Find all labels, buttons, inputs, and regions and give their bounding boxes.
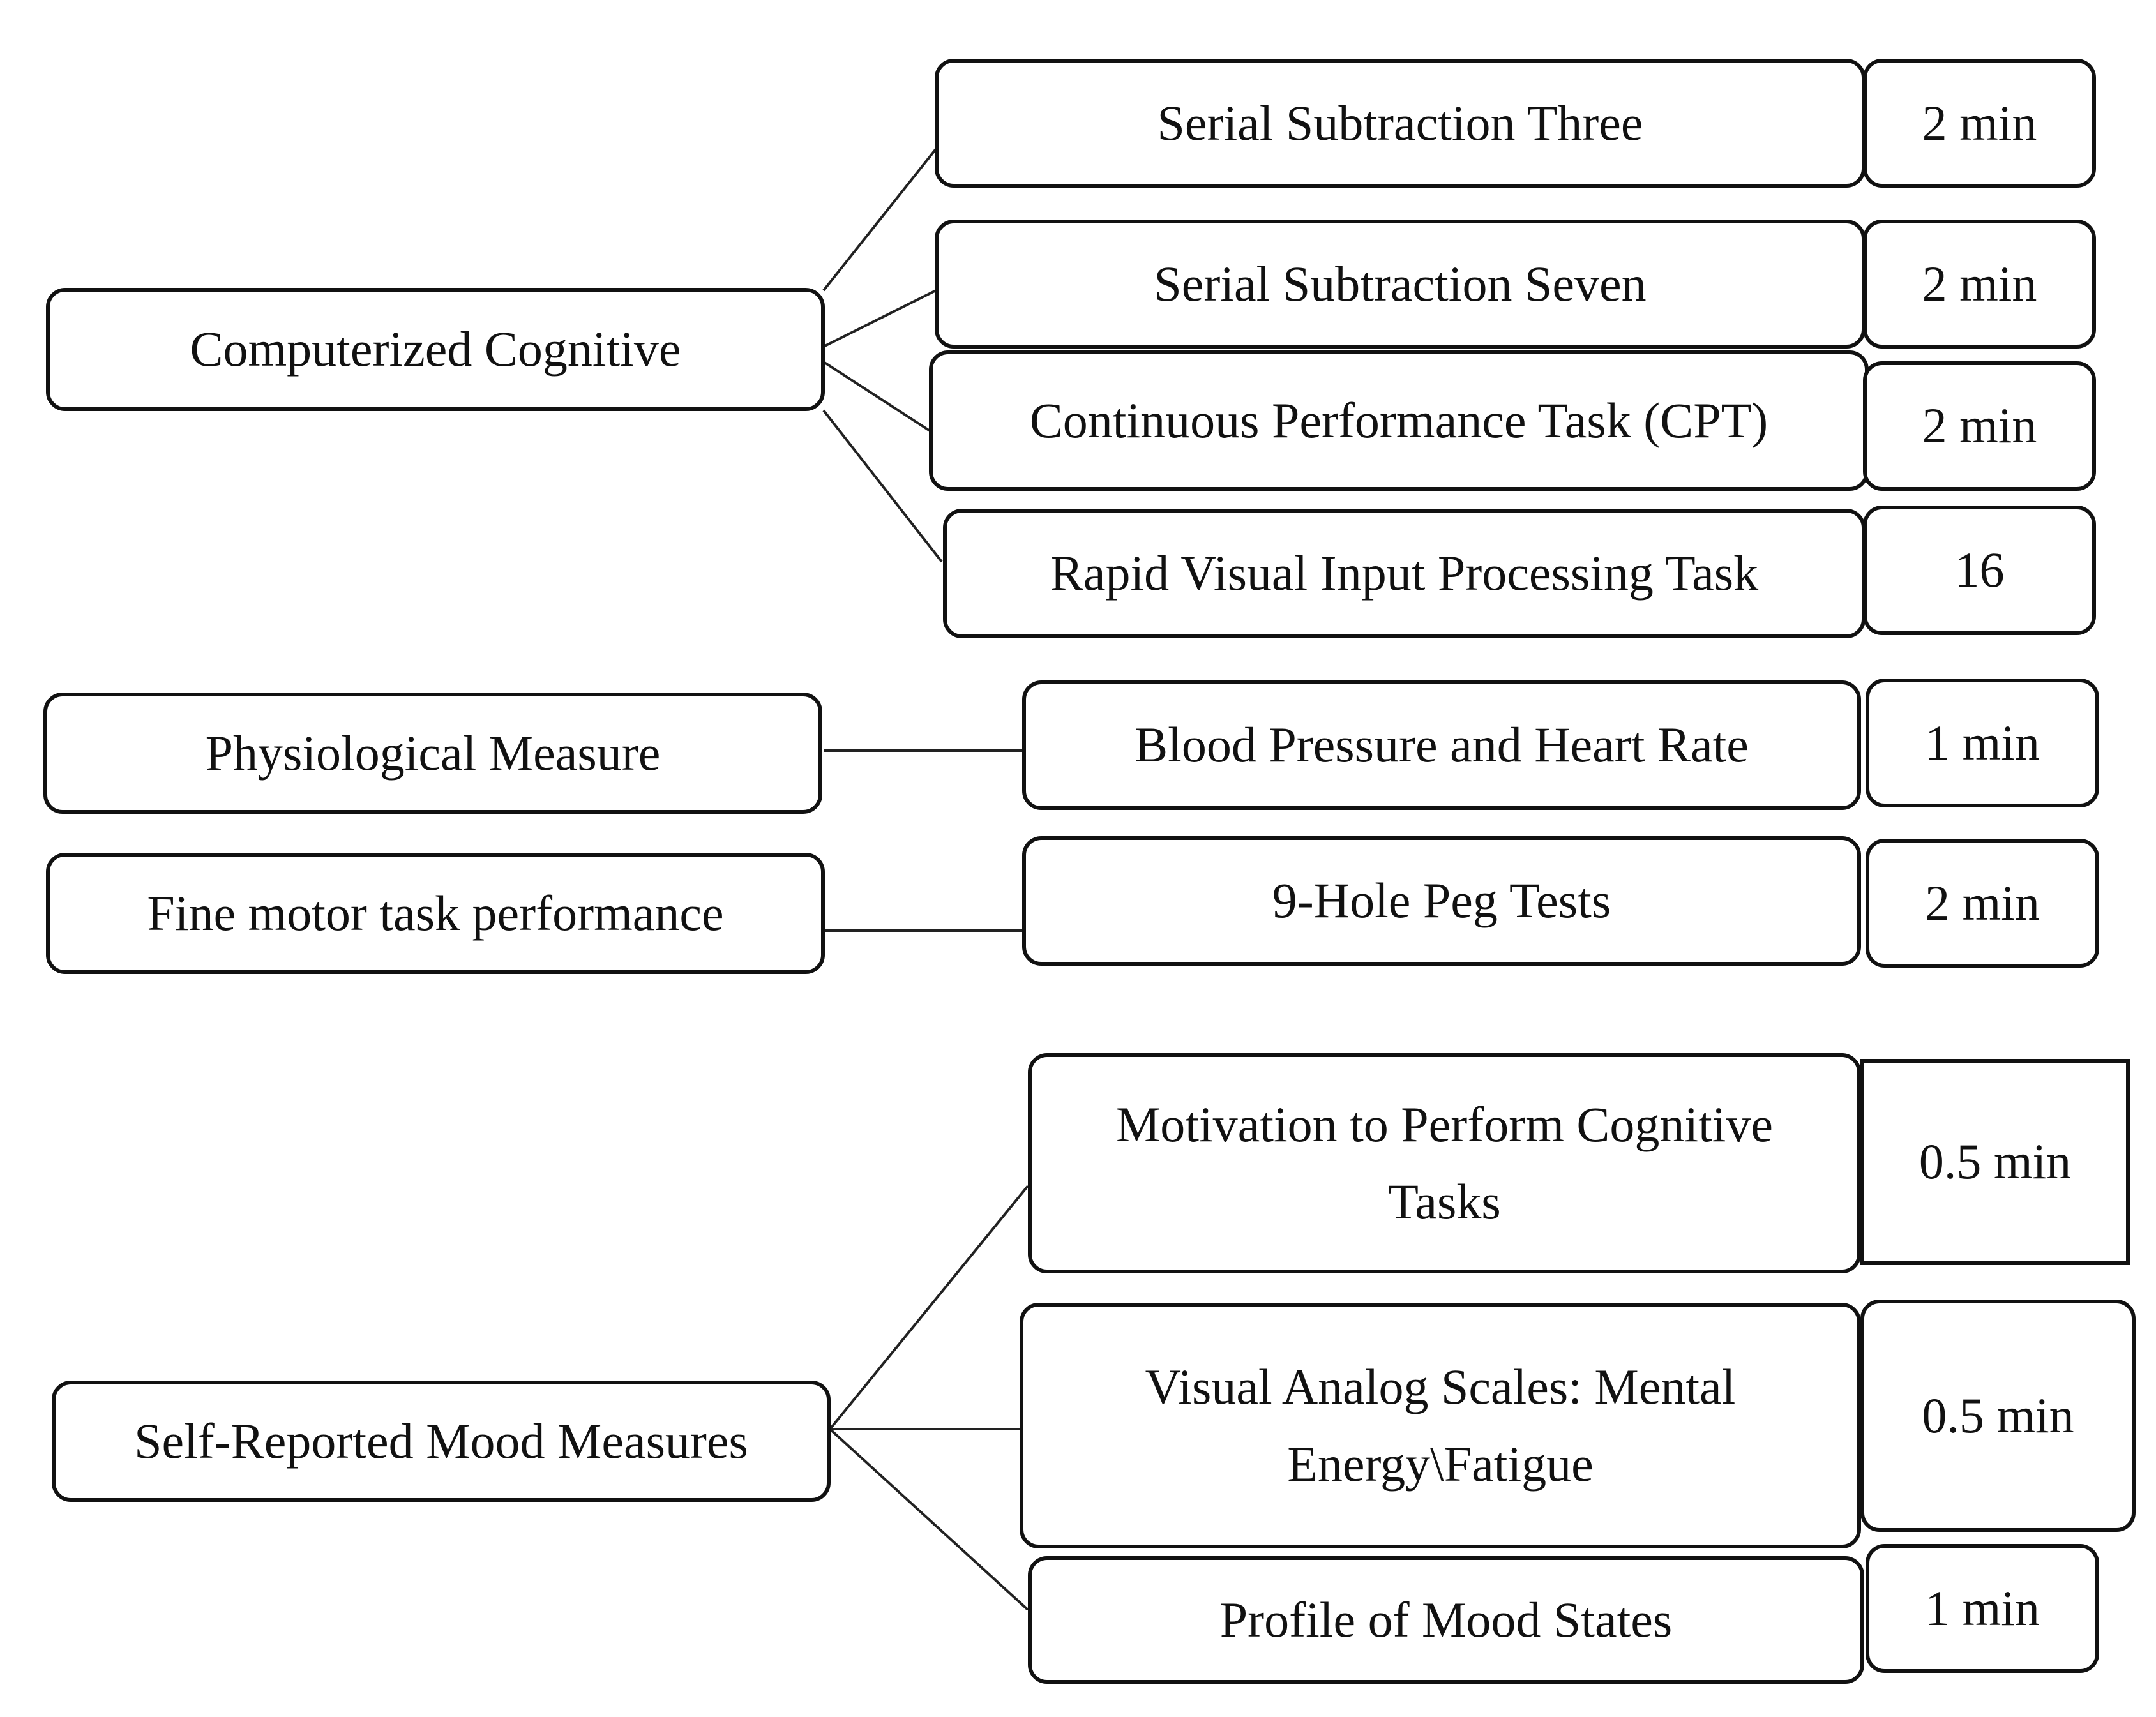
task-label: 9-Hole Peg Tests (1272, 873, 1611, 929)
category-computerized-cognitive: Computerized Cognitive (46, 288, 825, 411)
duration-label: 0.5 min (1922, 1387, 2074, 1443)
task-visual-analog-scales: Visual Analog Scales: Mental Energy\Fati… (1020, 1303, 1861, 1548)
duration-9-hole-peg: 2 min (1866, 839, 2099, 968)
task-label: Motivation to Perform Cognitive Tasks (1115, 1096, 1774, 1229)
duration-continuous-performance: 2 min (1863, 361, 2096, 491)
duration-label: 2 min (1922, 255, 2037, 311)
duration-profile-of-mood-states: 1 min (1866, 1544, 2099, 1673)
task-label: Blood Pressure and Heart Rate (1135, 717, 1749, 773)
task-serial-subtraction-seven: Serial Subtraction Seven (935, 220, 1866, 349)
category-label: Computerized Cognitive (190, 321, 681, 377)
task-label: Rapid Visual Input Processing Task (1050, 545, 1759, 601)
duration-blood-pressure-heart-rate: 1 min (1866, 679, 2099, 807)
duration-rapid-visual-input: 16 (1863, 506, 2096, 635)
connector-mood-poms (829, 1428, 1029, 1611)
category-label: Self-Reported Mood Measures (134, 1413, 748, 1469)
duration-serial-subtraction-seven: 2 min (1863, 220, 2096, 349)
duration-label: 2 min (1922, 398, 2037, 454)
task-label: Continuous Performance Task (CPT) (1029, 392, 1768, 448)
task-profile-of-mood-states: Profile of Mood States (1028, 1556, 1864, 1684)
task-label: Serial Subtraction Seven (1154, 255, 1647, 311)
duration-label: 2 min (1925, 874, 2040, 931)
task-label: Visual Analog Scales: Mental Energy\Fati… (1145, 1358, 1736, 1492)
category-label: Physiological Measure (205, 724, 661, 781)
category-physiological-measure: Physiological Measure (43, 693, 822, 814)
duration-label: 2 min (1922, 94, 2037, 151)
connector-mood-motivation (829, 1185, 1029, 1430)
duration-label: 0.5 min (1919, 1134, 2072, 1190)
duration-label: 1 min (1925, 714, 2040, 770)
task-motivation-cognitive: Motivation to Perform Cognitive Tasks (1028, 1053, 1861, 1273)
task-label: Serial Subtraction Three (1157, 94, 1643, 151)
task-label: Profile of Mood States (1219, 1591, 1673, 1647)
connector-cognitive-cpt (822, 361, 932, 433)
task-blood-pressure-heart-rate: Blood Pressure and Heart Rate (1022, 680, 1861, 810)
task-9-hole-peg: 9-Hole Peg Tests (1022, 836, 1861, 966)
connector-cognitive-rvip (822, 409, 943, 563)
duration-serial-subtraction-three: 2 min (1863, 59, 2096, 188)
task-continuous-performance: Continuous Performance Task (CPT) (929, 350, 1869, 491)
category-self-reported-mood: Self-Reported Mood Measures (52, 1381, 831, 1502)
duration-label: 16 (1954, 542, 2005, 598)
task-serial-subtraction-three: Serial Subtraction Three (935, 59, 1866, 188)
category-label: Fine motor task performance (147, 885, 724, 941)
duration-label: 1 min (1925, 1580, 2040, 1636)
duration-visual-analog-scales: 0.5 min (1860, 1300, 2136, 1532)
category-fine-motor: Fine motor task performance (46, 853, 825, 974)
connector-cognitive-serial-three (822, 140, 943, 292)
task-rapid-visual-input: Rapid Visual Input Processing Task (943, 509, 1866, 638)
duration-motivation-cognitive: 0.5 min (1860, 1059, 2130, 1265)
connector-cognitive-serial-seven (823, 289, 937, 348)
